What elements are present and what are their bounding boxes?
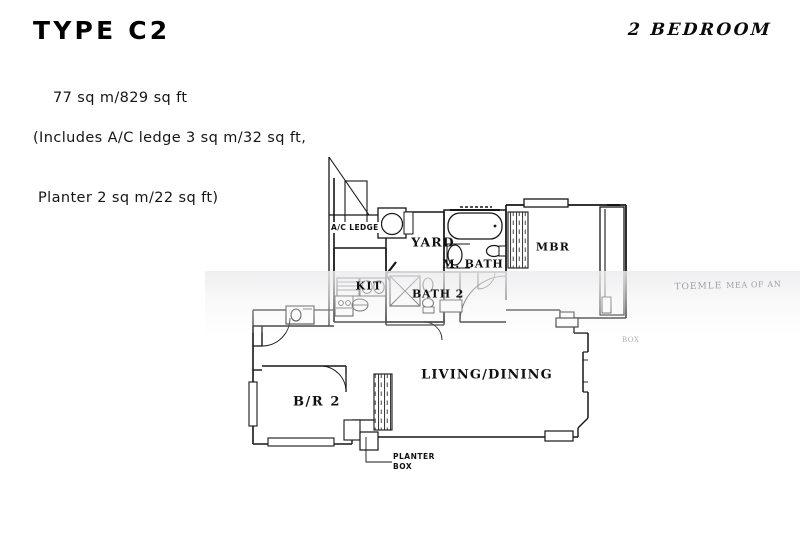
planter-box-line-1: PLANTER bbox=[393, 452, 435, 461]
area-line-total: 77 sq m/829 sq ft bbox=[53, 90, 188, 106]
area-line-planter: Planter 2 sq m/22 sq ft) bbox=[38, 190, 219, 206]
area-summary: 77 sq m/829 sq ft (Includes A/C ledge 3 … bbox=[33, 68, 306, 248]
annotation-ac-ledge: A/C LEDGE bbox=[330, 222, 381, 233]
room-label-m-bath: M. BATH bbox=[442, 257, 504, 271]
room-label-mbr: MBR bbox=[535, 240, 571, 254]
area-line-ac-ledge: (Includes A/C ledge 3 sq m/32 sq ft, bbox=[33, 130, 307, 146]
bath2-area bbox=[385, 271, 445, 341]
ghost-line-1: TOEMLE bbox=[674, 281, 723, 293]
room-label-kitchen: KIT bbox=[355, 279, 383, 293]
page-title: TYPE C2 bbox=[33, 16, 171, 45]
yard-area bbox=[377, 207, 445, 323]
room-label-yard: YARD bbox=[411, 234, 455, 250]
ghost-small-text: BOX bbox=[622, 336, 640, 344]
planter-box-callout bbox=[359, 431, 392, 463]
bedroom-count-label: 2 BEDROOM bbox=[627, 20, 773, 40]
room-label-bath-2: BATH 2 bbox=[411, 287, 465, 301]
ac-ledge-zone bbox=[328, 156, 386, 326]
scan-artifact-band bbox=[205, 271, 800, 333]
entry-foyer bbox=[252, 305, 334, 347]
annotation-planter-box: PLANTER BOX bbox=[393, 452, 435, 471]
ghost-watermark-text: TOEMLE MEA OF AN bbox=[668, 278, 788, 293]
ghost-line-2: MEA OF AN bbox=[726, 279, 782, 291]
planter-box-line-2: BOX bbox=[393, 461, 413, 471]
room-label-br-2: B/R 2 bbox=[292, 394, 342, 410]
room-label-living-dining: LIVING/DINING bbox=[421, 367, 553, 383]
